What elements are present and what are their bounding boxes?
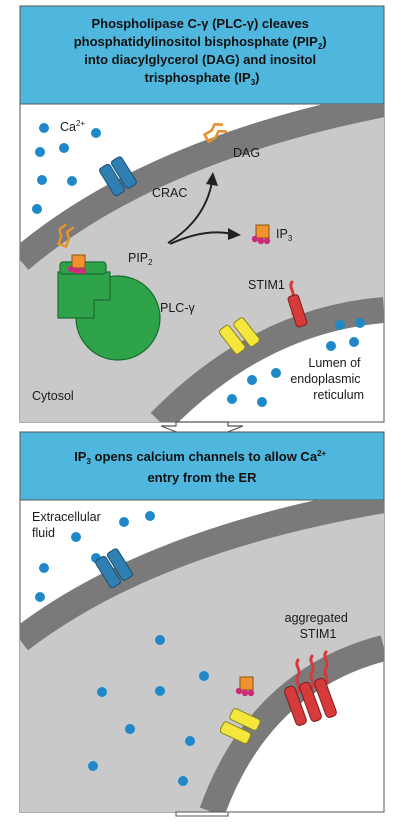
calcium-ions-extracellular — [32, 123, 101, 214]
calcium-ion — [67, 176, 77, 186]
calcium-ion — [247, 375, 257, 385]
continuation-notch — [175, 811, 229, 817]
panel-2: IP3 opens calcium channels to allow Ca2+… — [19, 431, 385, 813]
plasma-membrane — [20, 104, 384, 270]
panel-1: Phospholipase C-γ (PLC-γ) cleaves phosph… — [19, 5, 385, 423]
calcium-ion — [326, 341, 336, 351]
calcium-ion — [257, 397, 267, 407]
arrow-to-dag — [167, 181, 213, 244]
calcium-ion — [35, 147, 45, 157]
calcium-ion — [125, 724, 135, 734]
calcium-ion — [91, 128, 101, 138]
er-lumen-label: Lumen of endoplasmic reticulum — [290, 356, 364, 402]
calcium-ion — [271, 368, 281, 378]
calcium-ion — [119, 517, 129, 527]
plc-gamma-enzyme — [57, 261, 161, 361]
aggregated-stim1-label: aggregated STIM1 — [285, 611, 352, 641]
calcium-ion — [37, 175, 47, 185]
calcium-ion — [35, 592, 45, 602]
calcium-ion — [39, 563, 49, 573]
calcium-label: Ca2+ — [60, 119, 85, 134]
aggregated-stim1 — [284, 650, 337, 726]
plc-label: PLC-γ — [160, 301, 195, 315]
calcium-ion — [349, 337, 359, 347]
calcium-ion — [155, 686, 165, 696]
panel-1-header-text: Phospholipase C-γ (PLC-γ) cleaves phosph… — [74, 16, 331, 87]
calcium-ion — [97, 687, 107, 697]
calcium-ion — [155, 635, 165, 645]
crac-label: CRAC — [152, 186, 187, 200]
panel-2-header — [19, 431, 385, 501]
calcium-ion — [59, 143, 69, 153]
cytosol-region — [20, 500, 384, 812]
plasma-membrane — [20, 500, 384, 651]
calcium-ion — [335, 320, 345, 330]
er-membrane — [199, 635, 384, 812]
calcium-ion — [227, 394, 237, 404]
calcium-ion — [185, 736, 195, 746]
calcium-ion — [355, 318, 365, 328]
calcium-ions-cytosol — [88, 635, 209, 786]
calcium-ion — [145, 511, 155, 521]
er-membrane — [150, 297, 384, 422]
stim1-label: STIM1 — [248, 278, 285, 292]
calcium-ions-er — [227, 318, 365, 407]
pip2-label: PIP2 — [128, 251, 153, 267]
calcium-ion — [71, 532, 81, 542]
arrow-head-dag — [206, 172, 218, 186]
panel-2-header-text: IP3 opens calcium channels to allow Ca2+… — [74, 444, 330, 485]
arrow-head-ip3 — [228, 228, 241, 240]
ip3-label: IP3 — [276, 227, 293, 243]
cytosol-label: Cytosol — [32, 389, 74, 403]
calcium-ion — [178, 776, 188, 786]
stim1-protein — [287, 294, 308, 328]
calcium-ion — [199, 671, 209, 681]
arrow-to-ip3 — [169, 231, 233, 245]
calcium-ion — [88, 761, 98, 771]
calcium-ion — [32, 204, 42, 214]
extracellular-fluid-label: Extracellular fluid — [32, 510, 104, 540]
calcium-ion — [39, 123, 49, 133]
dag-label: DAG — [233, 146, 260, 160]
panel-1-header — [19, 5, 385, 105]
